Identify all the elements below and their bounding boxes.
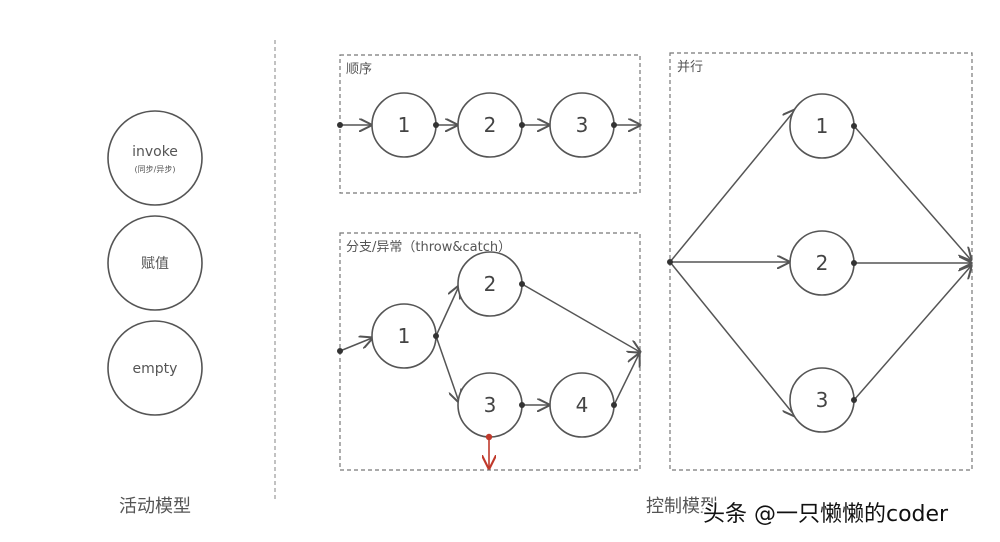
node-label: 3 bbox=[576, 113, 589, 137]
node-label: 2 bbox=[816, 251, 829, 275]
node-label: 2 bbox=[484, 272, 497, 296]
control-model-title: 控制模型 bbox=[646, 496, 718, 517]
activity-model-title: 活动模型 bbox=[119, 496, 191, 517]
node-label: invoke bbox=[132, 144, 178, 160]
activity-node-empty: empty bbox=[107, 320, 203, 416]
node-label: 1 bbox=[398, 324, 411, 348]
parallel-box: 并行 1 2 3 bbox=[667, 52, 972, 471]
activity-node-assign: 赋值 bbox=[107, 215, 203, 311]
parallel-title: 并行 bbox=[677, 60, 703, 75]
branch-title: 分支/异常（throw&catch） bbox=[346, 240, 511, 255]
node-label: 3 bbox=[484, 393, 497, 417]
node-label: 3 bbox=[816, 388, 829, 412]
node-label: empty bbox=[133, 361, 178, 377]
branch-box: 分支/异常（throw&catch） 1 2 3 4 bbox=[337, 232, 640, 471]
activity-model: invoke (同步/异步) 赋值 empty 活动模型 bbox=[107, 110, 203, 517]
node-sublabel: (同步/异步) bbox=[135, 165, 176, 174]
sequence-box: 顺序 1 2 3 bbox=[337, 54, 640, 194]
node-label: 4 bbox=[576, 393, 589, 417]
activity-node-invoke: invoke (同步/异步) bbox=[107, 110, 203, 206]
node-label: 赋值 bbox=[141, 256, 169, 272]
sequence-title: 顺序 bbox=[346, 62, 372, 77]
node-label: 1 bbox=[816, 114, 829, 138]
watermark: 头条 @一只懒懒的coder bbox=[703, 502, 949, 527]
node-label: 2 bbox=[484, 113, 497, 137]
node-label: 1 bbox=[398, 113, 411, 137]
